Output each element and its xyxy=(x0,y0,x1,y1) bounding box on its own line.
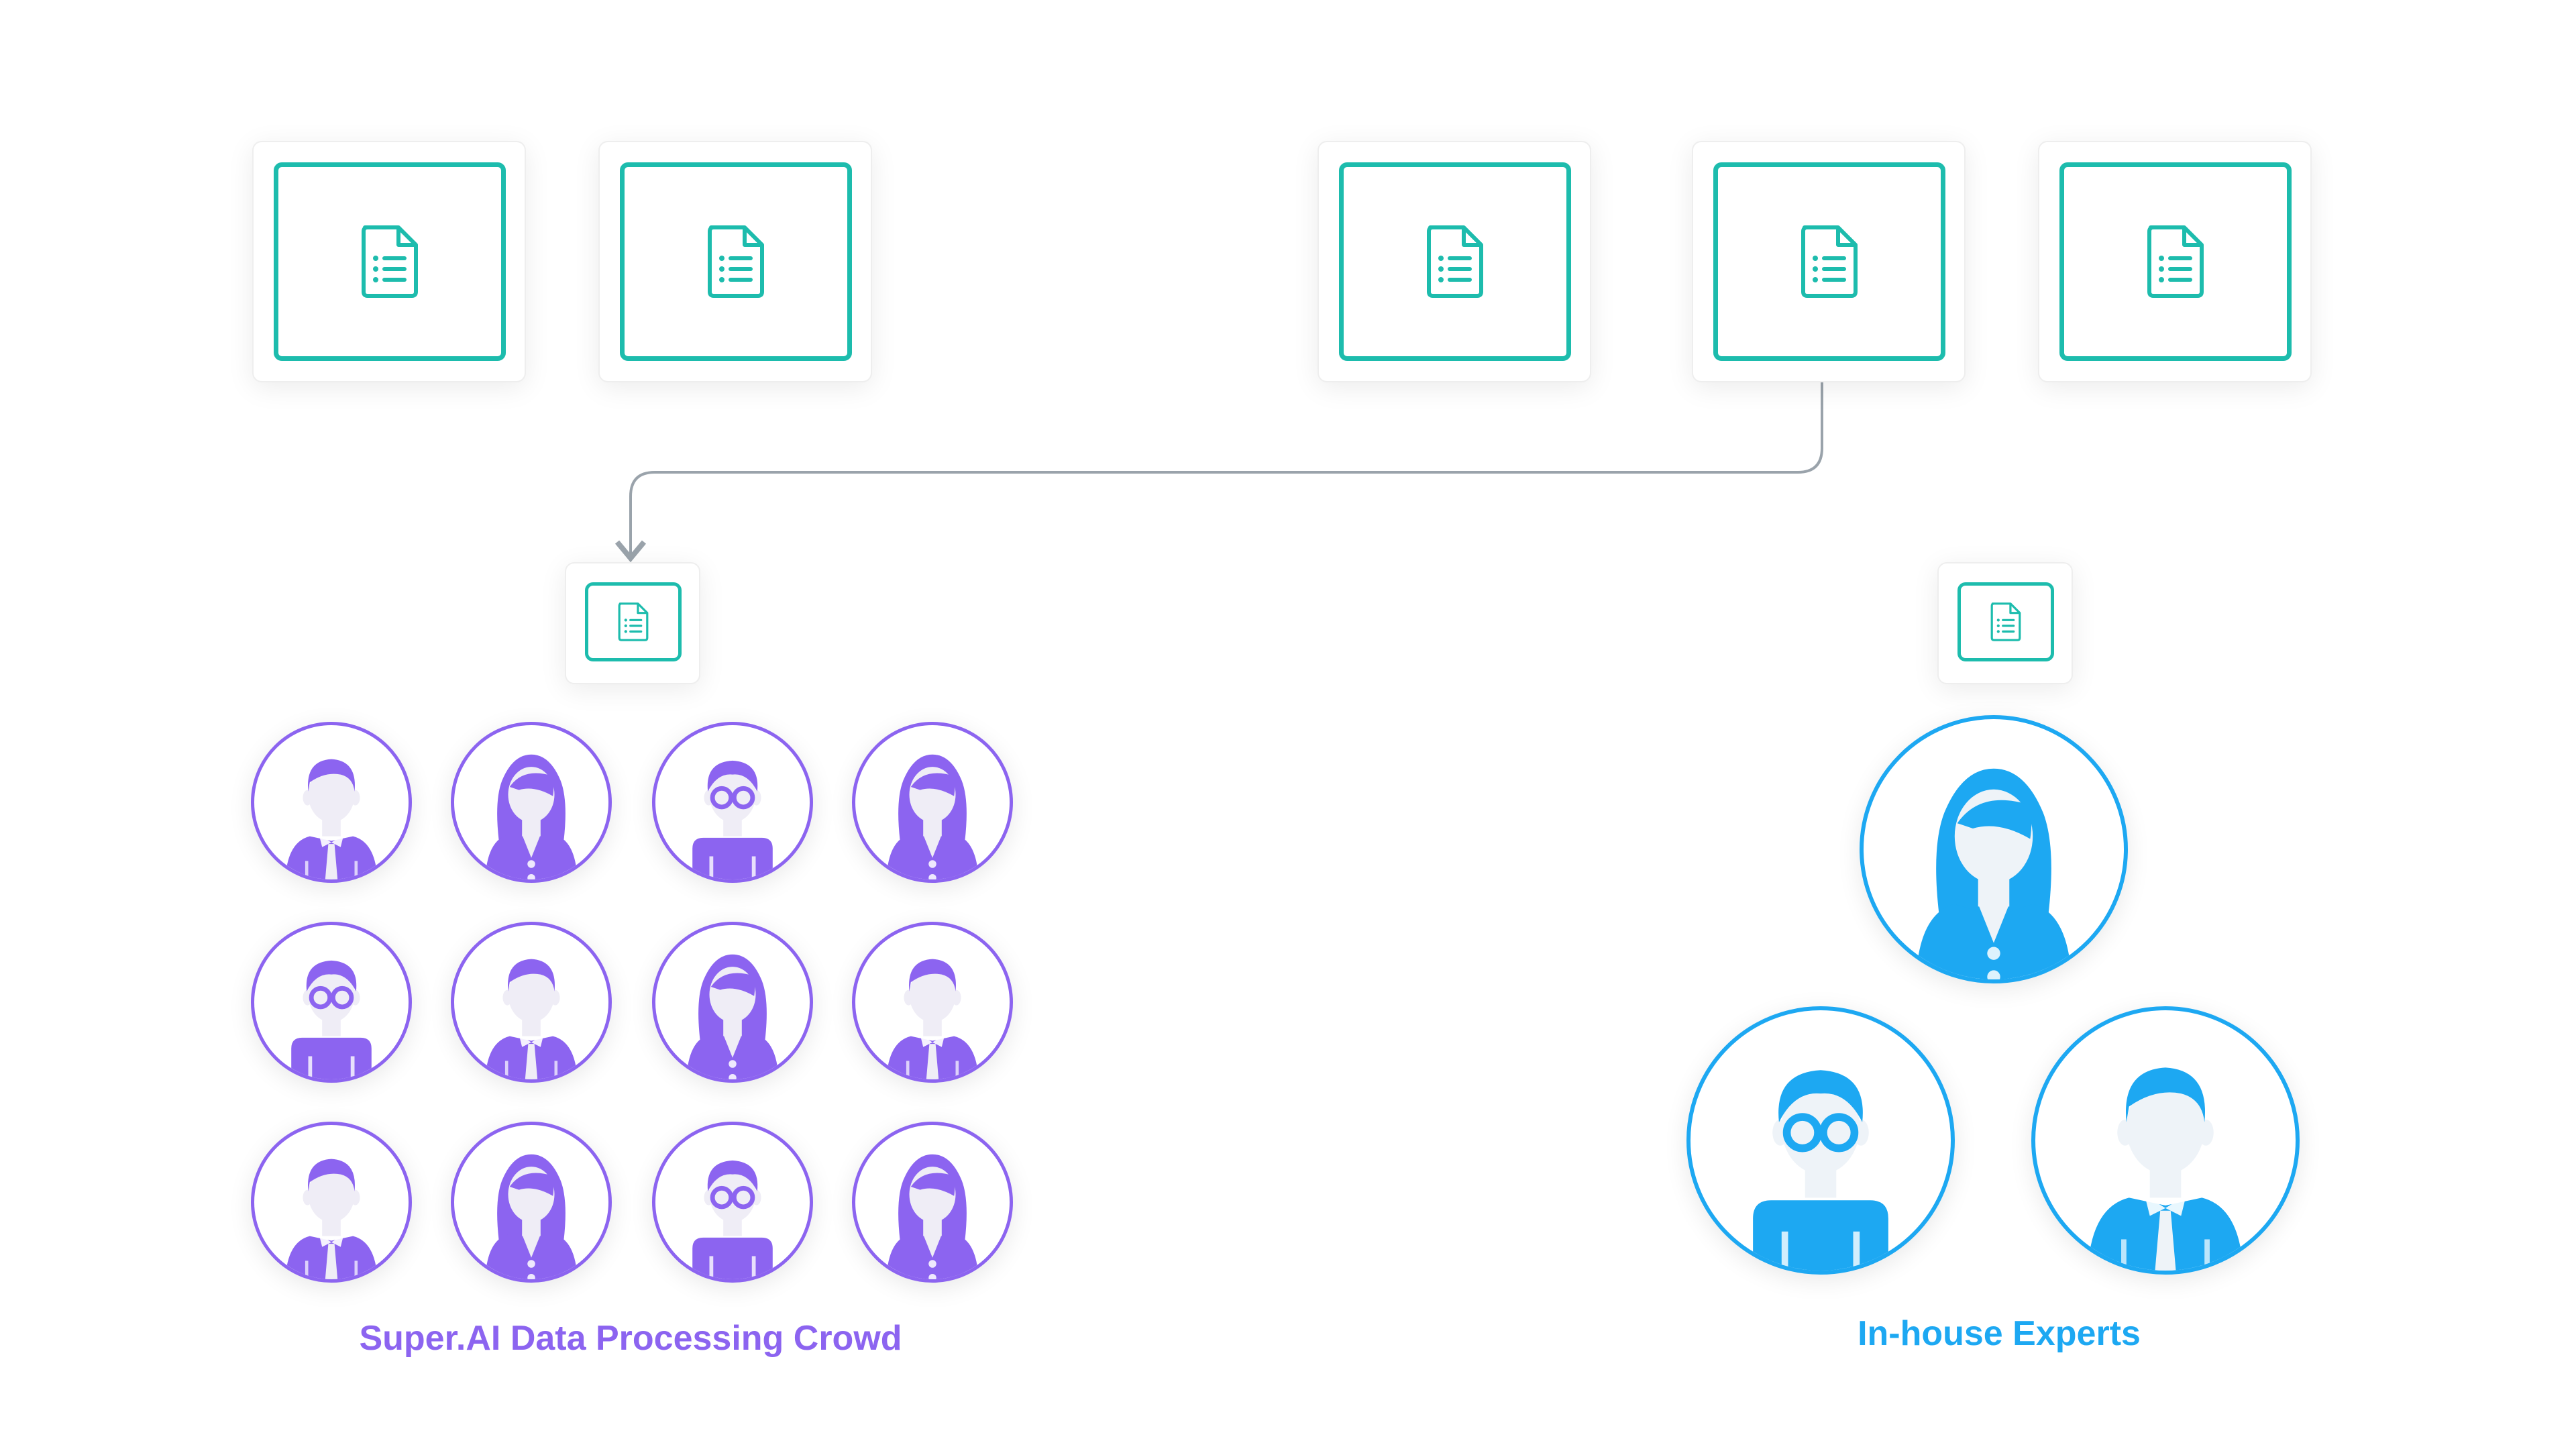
person-man-tie-icon xyxy=(886,959,979,1079)
document-lines-icon xyxy=(1990,602,2022,642)
person-woman-icon xyxy=(485,754,578,879)
crowd-member-avatar xyxy=(652,722,813,883)
crowd-member-avatar xyxy=(251,722,412,883)
crowd-member-avatar xyxy=(652,922,813,1083)
document-card-4 xyxy=(1692,141,1966,382)
document-lines-icon xyxy=(617,602,649,642)
connector-path xyxy=(614,381,1823,563)
person-man-glasses-icon xyxy=(692,760,773,879)
document-card-1 xyxy=(252,141,526,382)
experts-label: In-house Experts xyxy=(1858,1314,2141,1353)
expert-member-avatar xyxy=(1860,715,2128,983)
person-man-tie-icon xyxy=(285,1159,378,1279)
person-woman-icon xyxy=(886,1154,979,1279)
document-card-5 xyxy=(2038,141,2312,382)
document-frame xyxy=(1339,162,1571,361)
document-frame xyxy=(2059,162,2292,361)
person-man-glasses-icon xyxy=(1753,1070,1888,1271)
document-frame xyxy=(585,582,682,661)
person-man-glasses-icon xyxy=(692,1160,773,1279)
person-man-tie-icon xyxy=(2088,1067,2243,1271)
person-man-tie-icon xyxy=(485,959,578,1079)
document-lines-icon xyxy=(1425,225,1485,299)
person-woman-icon xyxy=(1916,768,2072,979)
crowd-member-avatar xyxy=(251,1122,412,1283)
document-lines-icon xyxy=(2145,225,2206,299)
crowd-label: Super.AI Data Processing Crowd xyxy=(359,1319,902,1358)
document-frame xyxy=(1713,162,1945,361)
crowd-member-avatar xyxy=(852,922,1013,1083)
document-lines-icon xyxy=(360,225,420,299)
person-woman-icon xyxy=(686,954,779,1079)
crowd-member-avatar xyxy=(652,1122,813,1283)
crowd-member-avatar xyxy=(451,922,612,1083)
crowd-member-avatar xyxy=(451,1122,612,1283)
person-man-glasses-icon xyxy=(291,960,372,1079)
expert-member-avatar xyxy=(1686,1006,1955,1275)
person-woman-icon xyxy=(485,1154,578,1279)
document-frame xyxy=(620,162,852,361)
crowd-member-avatar xyxy=(852,722,1013,883)
document-lines-icon xyxy=(1799,225,1860,299)
crowd-assigned-document xyxy=(565,562,700,684)
document-card-2 xyxy=(598,141,872,382)
experts-assigned-document xyxy=(1937,562,2073,684)
crowd-member-avatar xyxy=(451,722,612,883)
expert-member-avatar xyxy=(2031,1006,2300,1275)
crowd-member-avatar xyxy=(251,922,412,1083)
person-woman-icon xyxy=(886,754,979,879)
person-man-tie-icon xyxy=(285,759,378,879)
document-lines-icon xyxy=(706,225,766,299)
document-frame xyxy=(274,162,506,361)
crowd-member-avatar xyxy=(852,1122,1013,1283)
document-frame xyxy=(1957,582,2054,661)
document-card-3 xyxy=(1318,141,1591,382)
